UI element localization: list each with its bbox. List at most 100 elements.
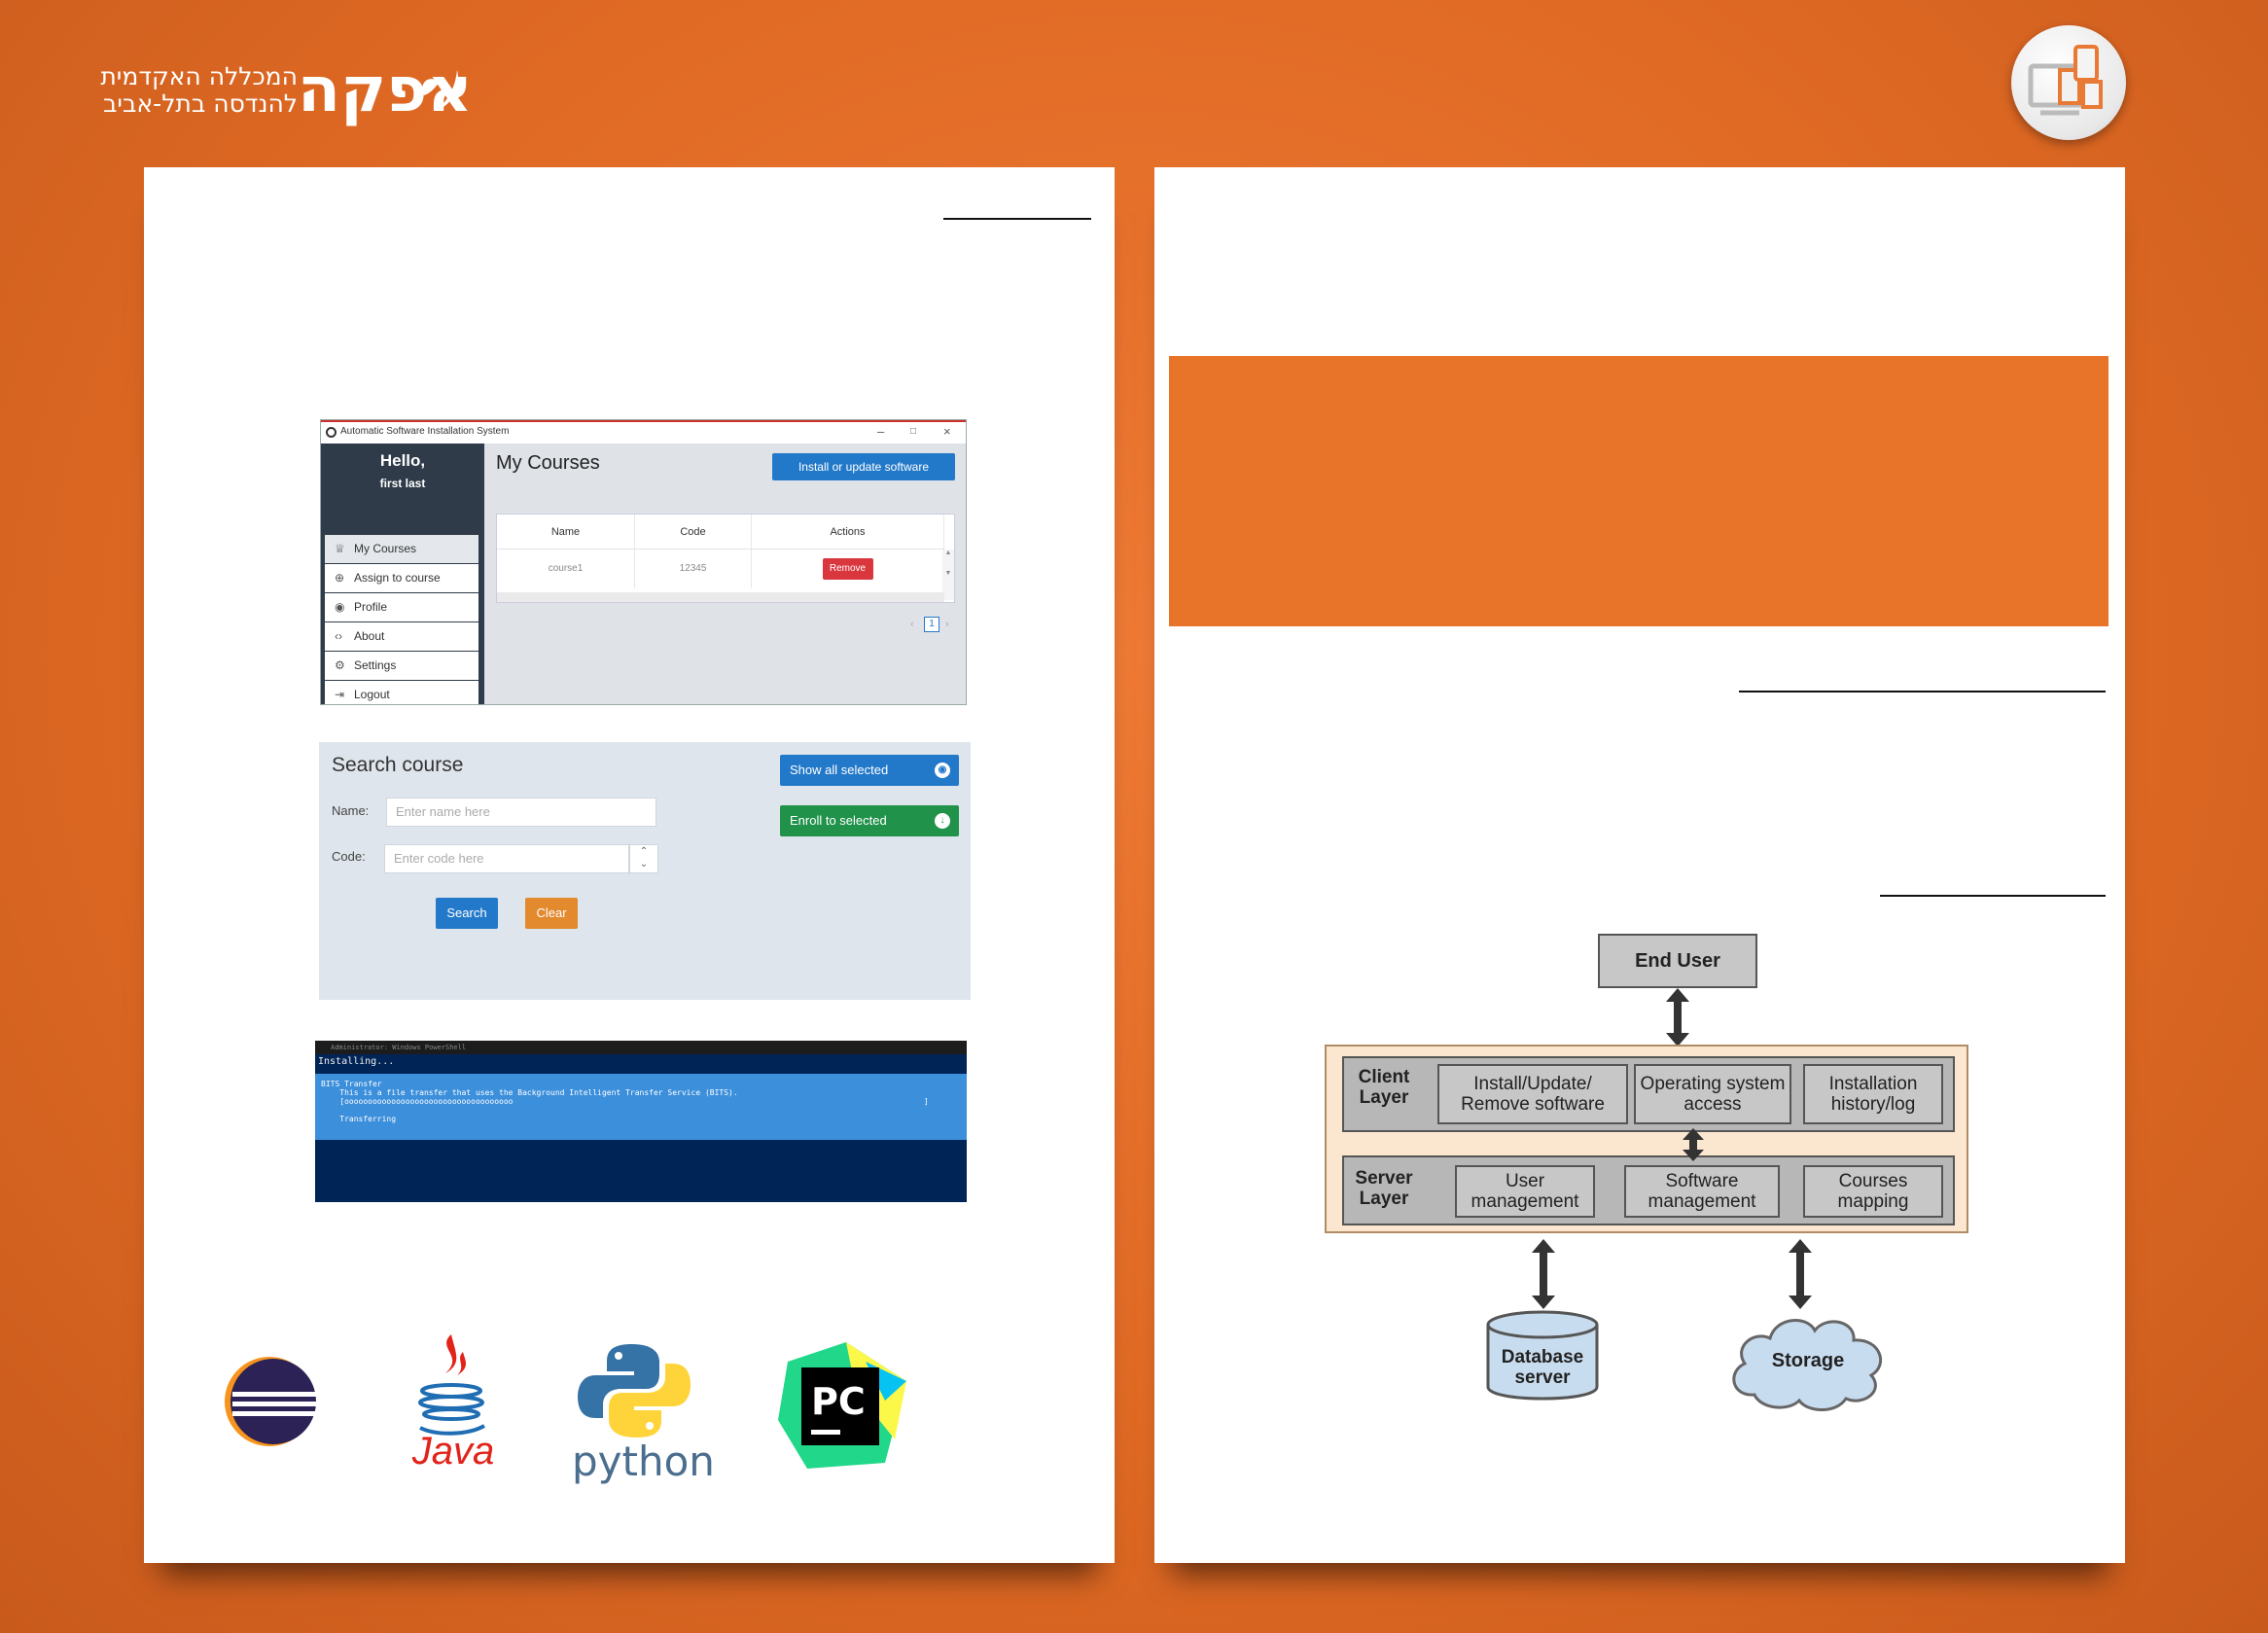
devices-badge — [2011, 25, 2126, 140]
code-input[interactable]: Enter code here — [384, 844, 629, 873]
name-label: Name: — [332, 803, 370, 818]
close-icon[interactable]: × — [943, 424, 951, 439]
heading-underline — [943, 218, 1091, 220]
os-access-box: Operating system access — [1634, 1064, 1791, 1124]
install-update-remove-box: Install/Update/ Remove software — [1437, 1064, 1628, 1124]
sidebar-item-label: My Courses — [354, 542, 417, 555]
afeka-logo: המכללה האקדמית להנדסה בתל-אביב אפקה — [100, 56, 472, 124]
sidebar-item-label: Logout — [354, 688, 390, 701]
bits-description: This is a file transfer that uses the Ba… — [321, 1088, 738, 1097]
plus-circle-icon: ⊕ — [335, 571, 345, 585]
pycharm-label: PC — [811, 1380, 866, 1423]
java-label: Java — [411, 1430, 495, 1473]
sidebar-item-label: Assign to course — [354, 571, 441, 585]
logout-icon: ⇥ — [335, 688, 345, 701]
column-header-actions: Actions — [752, 515, 944, 549]
server-storage-arrow-icon — [1789, 1239, 1812, 1309]
user-management-box: User management — [1455, 1165, 1595, 1218]
sidebar-item-my-courses[interactable]: ♕ My Courses — [325, 535, 478, 563]
stepper-up-icon[interactable]: ⌃ — [639, 846, 649, 857]
logo-wordmark: אפקה — [298, 54, 473, 126]
maximize-icon[interactable]: □ — [910, 426, 917, 437]
code-stepper[interactable]: ⌃ ⌄ — [629, 844, 658, 873]
download-icon: ↓ — [935, 813, 950, 829]
show-all-selected-label: Show all selected — [790, 763, 889, 777]
user-name: first last — [379, 477, 426, 490]
pager-next-icon[interactable]: › — [945, 619, 949, 630]
bits-status: Transferring — [321, 1115, 397, 1123]
column-header-name[interactable]: Name — [497, 515, 635, 549]
sidebar: Hello, first last ♕ My Courses ⊕ Assign … — [321, 444, 484, 704]
pagination-page[interactable]: 1 — [924, 617, 939, 632]
show-all-selected-button[interactable]: Show all selected ◉ — [780, 755, 959, 786]
courses-mapping-box: Courses mapping — [1803, 1165, 1943, 1218]
sidebar-item-logout[interactable]: ⇥ Logout — [325, 681, 478, 704]
install-update-button[interactable]: Install or update software — [772, 453, 955, 480]
powershell-titlebar: Administrator: Windows PowerShell — [315, 1041, 967, 1054]
window-title: Automatic Software Installation System — [340, 426, 510, 437]
enroll-to-selected-label: Enroll to selected — [790, 813, 887, 828]
client-layer-label: Client Layer — [1358, 1066, 1410, 1108]
user-icon: ◉ — [335, 600, 345, 614]
logo-subtitle-line2: להנדסה בתל-אביב — [102, 89, 298, 118]
code-label: Code: — [332, 849, 366, 864]
java-cup-icon — [418, 1334, 485, 1436]
client-server-arrow-icon — [1683, 1128, 1704, 1161]
java-logo: Java — [407, 1331, 496, 1476]
enroll-to-selected-button[interactable]: Enroll to selected ↓ — [780, 805, 959, 836]
sidebar-item-settings[interactable]: ⚙ Settings — [325, 652, 478, 680]
logo-subtitle-line1: המכללה האקדמית — [100, 62, 298, 90]
sidebar-item-profile[interactable]: ◉ Profile — [325, 593, 478, 621]
search-button[interactable]: Search — [436, 898, 498, 929]
architecture-diagram: End User Client Layer Install/Update/ Re… — [1323, 932, 1968, 1418]
sidebar-item-assign-to-course[interactable]: ⊕ Assign to course — [325, 564, 478, 592]
eclipse-logo-icon — [225, 1357, 320, 1446]
stepper-down-icon[interactable]: ⌄ — [639, 859, 649, 870]
server-database-arrow-icon — [1532, 1239, 1555, 1309]
table-horizontal-scrollbar[interactable] — [497, 592, 944, 602]
python-logo: python — [572, 1342, 715, 1488]
app-icon — [326, 427, 337, 438]
eye-icon: ◉ — [935, 763, 950, 778]
greeting: Hello, — [379, 451, 426, 470]
sidebar-item-about[interactable]: ‹› About — [325, 622, 478, 651]
bits-progress-end: ] — [924, 1097, 929, 1106]
afeka-leaf-icon — [422, 70, 459, 111]
remove-button[interactable]: Remove — [822, 558, 873, 580]
cell-course-name: course1 — [497, 550, 635, 588]
database-server-label: Database server — [1501, 1346, 1584, 1388]
installation-history-box: Installation history/log — [1803, 1064, 1943, 1124]
page-title: My Courses — [496, 452, 600, 474]
table-row[interactable]: course1 12345 Remove — [497, 550, 944, 588]
bits-title: BITS Transfer — [321, 1080, 382, 1088]
user-client-arrow-icon — [1666, 988, 1689, 1047]
python-snakes-icon — [578, 1344, 691, 1438]
database-server-icon — [1486, 1310, 1599, 1401]
end-user-box: End User — [1598, 934, 1757, 988]
table-vertical-scrollbar[interactable]: ▲▼ — [942, 550, 954, 600]
gear-icon: ⚙ — [335, 658, 345, 672]
python-label: python — [572, 1438, 715, 1485]
pager-prev-icon[interactable]: ‹ — [910, 619, 914, 630]
search-panel-title: Search course — [332, 754, 464, 776]
devices-icon — [2028, 45, 2103, 116]
minimize-icon[interactable]: – — [877, 424, 885, 439]
installing-line: Installing... — [318, 1056, 395, 1067]
sidebar-item-label: About — [354, 629, 385, 643]
table-header: Name Code Actions — [497, 515, 944, 550]
storage-cloud-icon — [1732, 1319, 1883, 1411]
powershell-screenshot: Administrator: Windows PowerShell Instal… — [315, 1041, 967, 1202]
sidebar-item-label: Settings — [354, 658, 397, 672]
software-management-box: Software management — [1624, 1165, 1780, 1218]
storage-label: Storage — [1771, 1349, 1845, 1371]
column-header-code[interactable]: Code — [635, 515, 752, 549]
name-input[interactable]: Enter name here — [386, 798, 656, 827]
section-underline-2 — [1880, 895, 2106, 897]
app-window-screenshot: Automatic Software Installation System –… — [320, 419, 967, 705]
server-layer-label: Server Layer — [1355, 1167, 1413, 1209]
sidebar-menu: ♕ My Courses ⊕ Assign to course ◉ Profil… — [325, 535, 478, 704]
courses-table: Name Code Actions course1 12345 Remove ▲… — [496, 514, 955, 603]
clear-button[interactable]: Clear — [525, 898, 578, 929]
highlight-block — [1169, 356, 2109, 626]
cell-course-code: 12345 — [635, 550, 752, 588]
